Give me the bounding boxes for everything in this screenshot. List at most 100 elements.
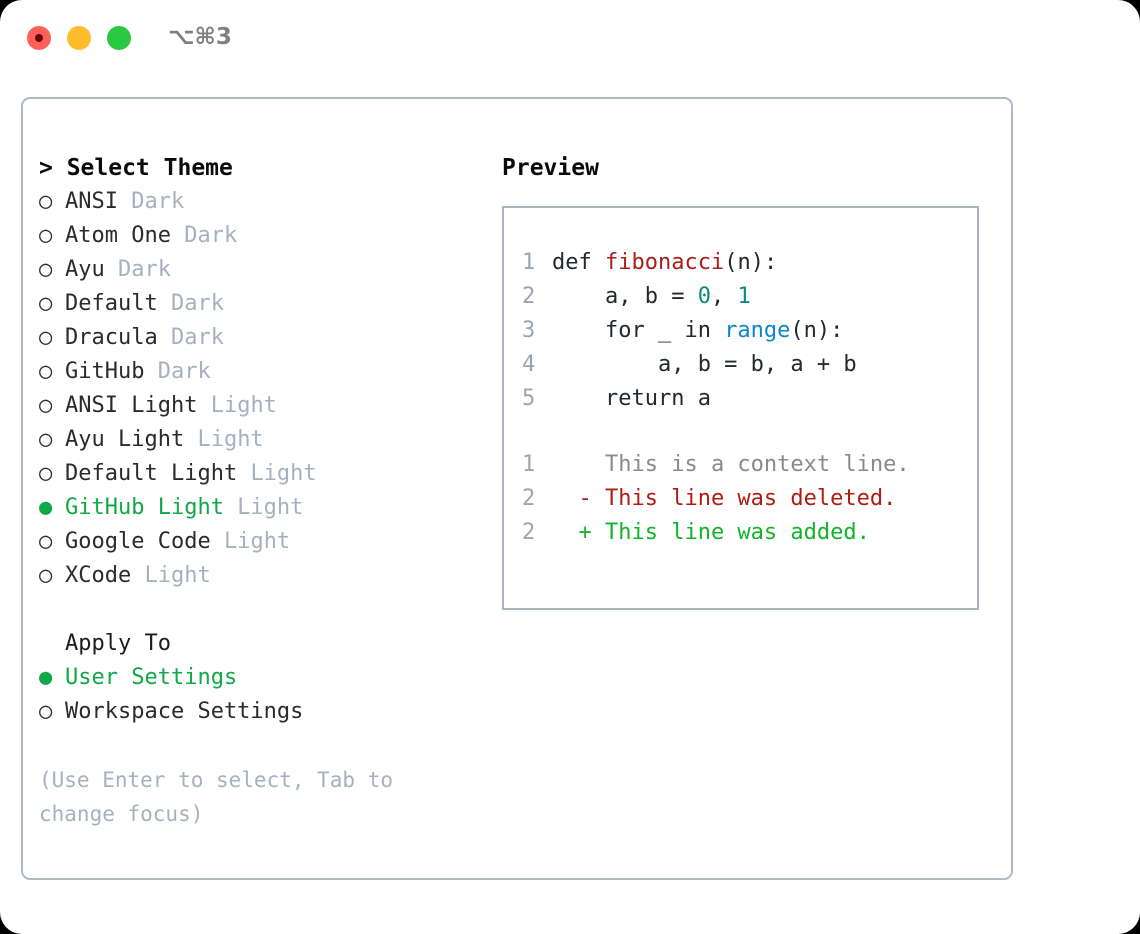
theme-option-google-code[interactable]: ○ Google Code Light <box>39 525 489 559</box>
theme-option-label: GitHub Light <box>65 495 238 520</box>
radio-unselected-icon: ○ <box>39 291 53 316</box>
theme-option-label: ANSI Light <box>65 393 211 418</box>
select-theme-heading: > Select Theme <box>39 155 233 181</box>
minimize-button[interactable] <box>67 26 91 50</box>
list-spacer <box>39 593 489 627</box>
code-token-plain: a, b = <box>552 284 698 309</box>
theme-option-ansi-light[interactable]: ○ ANSI Light Light <box>39 389 489 423</box>
code-token-plain: def <box>552 250 605 275</box>
theme-option-xcode[interactable]: ○XCode Light <box>39 559 489 593</box>
content-panel: > Select Theme ○ANSI Dark○Atom One Dark○… <box>21 97 1013 880</box>
theme-option-label: ANSI <box>65 189 132 214</box>
theme-option-ansi[interactable]: ○ ANSI Dark <box>39 185 489 219</box>
theme-option-category: Dark <box>157 359 211 384</box>
radio-unselected-icon: ○ <box>39 325 53 350</box>
apply-to-list: ● User Settings ○Workspace Settings <box>39 661 489 729</box>
theme-option-default[interactable]: ○Default Dark <box>39 287 489 321</box>
theme-option-category: Light <box>210 393 277 418</box>
theme-option-ayu-light[interactable]: ○ Ayu Light Light <box>39 423 489 457</box>
line-number: 2 <box>522 520 536 545</box>
diff-line-ctx: 1 This is a context line. <box>522 448 977 482</box>
code-token-func: fibonacci <box>604 250 725 275</box>
radio-unselected-icon: ○ <box>39 189 53 214</box>
close-button[interactable] <box>27 26 51 50</box>
radio-unselected-icon: ○ <box>39 529 53 554</box>
code-token-builtin: range <box>724 318 791 343</box>
hint-spacer <box>39 729 489 763</box>
line-number: 1 <box>522 452 536 477</box>
line-number: 1 <box>522 250 536 275</box>
keyboard-shortcut-label: ⌥⌘3 <box>168 24 232 50</box>
title-bar: ⌥⌘3 <box>0 0 1140 78</box>
code-token-plain: (n): <box>790 318 844 343</box>
line-number: 5 <box>522 386 536 411</box>
radio-selected-icon: ● <box>39 665 53 690</box>
code-token-plain: (n): <box>724 250 778 275</box>
radio-unselected-icon: ○ <box>39 223 53 248</box>
theme-option-label: Default <box>65 291 171 316</box>
radio-selected-icon: ● <box>39 495 53 520</box>
radio-unselected-icon: ○ <box>39 427 53 452</box>
apply-to-option-label: User Settings <box>65 665 238 690</box>
code-line: 1 def fibonacci(n): <box>522 246 977 280</box>
theme-option-label: Google Code <box>65 529 224 554</box>
keyboard-hint-text: (Use Enter to select, Tab to change focu… <box>39 768 394 826</box>
theme-list: ○ ANSI Dark ○ Atom One Dark ○ Ayu Dark ○ Defaul… <box>39 185 489 593</box>
preview-heading: Preview <box>502 155 599 181</box>
theme-option-label: Dracula <box>65 325 171 350</box>
apply-to-option-user-settings[interactable]: ● User Settings <box>39 661 489 695</box>
theme-option-category: Dark <box>117 257 171 282</box>
diff-line-del: 2 - This line was deleted. <box>522 482 977 516</box>
radio-unselected-icon: ○ <box>39 393 53 418</box>
theme-option-label: Atom One <box>65 223 185 248</box>
diff-line-text: + This line was added. <box>552 520 870 545</box>
maximize-button[interactable] <box>107 26 131 50</box>
theme-option-label: Ayu <box>65 257 118 282</box>
theme-option-ayu[interactable]: ○ Ayu Dark <box>39 253 489 287</box>
close-icon <box>35 34 43 42</box>
theme-option-category: Dark <box>131 189 185 214</box>
code-token-plain: for _ in <box>552 318 725 343</box>
theme-option-label: Default Light <box>65 461 251 486</box>
code-line: 2 a, b = 0, 1 <box>522 280 977 314</box>
theme-option-atom-one[interactable]: ○ Atom One Dark <box>39 219 489 253</box>
radio-unselected-icon: ○ <box>39 461 53 486</box>
line-number: 4 <box>522 352 536 377</box>
theme-option-category: Dark <box>184 223 238 248</box>
theme-option-label: Ayu Light <box>65 427 198 452</box>
theme-option-category: Dark <box>170 325 224 350</box>
diff-line-text: - This line was deleted. <box>552 486 897 511</box>
code-line: 4 a, b = b, a + b <box>522 348 977 382</box>
theme-picker-column: > Select Theme ○ANSI Dark○Atom One Dark○… <box>39 151 489 831</box>
apply-to-heading: Apply To <box>65 631 171 656</box>
code-token-plain: return a <box>552 386 711 411</box>
apply-to-option-label: Workspace Settings <box>65 699 304 724</box>
line-number: 2 <box>522 284 536 309</box>
theme-option-label: GitHub <box>65 359 158 384</box>
line-number: 3 <box>522 318 536 343</box>
theme-option-category: Light <box>197 427 264 452</box>
theme-option-dracula[interactable]: ○ Dracula Dark <box>39 321 489 355</box>
theme-option-category: Light <box>223 529 291 554</box>
diff-line-text: This is a context line. <box>552 452 910 477</box>
radio-unselected-icon: ○ <box>39 257 53 282</box>
code-line: 5 return a <box>522 382 977 416</box>
code-token-num: 1 <box>737 284 751 309</box>
apply-to-option-workspace-settings[interactable]: ○Workspace Settings <box>39 695 489 729</box>
line-number: 2 <box>522 486 536 511</box>
diff-line-add: 2 + This line was added. <box>522 516 977 550</box>
diff-sample: 1 This is a context line.2 - This line w… <box>522 448 977 550</box>
code-diff-gap <box>522 416 977 448</box>
theme-option-github-light[interactable]: ● GitHub Light Light <box>39 491 489 525</box>
theme-option-category: Light <box>250 461 317 486</box>
theme-option-category: Light <box>144 563 211 588</box>
theme-option-category: Light <box>237 495 304 520</box>
theme-option-github[interactable]: ○ GitHub Dark <box>39 355 489 389</box>
theme-option-label: XCode <box>65 563 145 588</box>
theme-option-default-light[interactable]: ○ Default Light Light <box>39 457 489 491</box>
code-token-plain: a, b = b, a + b <box>552 352 857 377</box>
radio-unselected-icon: ○ <box>39 359 53 384</box>
